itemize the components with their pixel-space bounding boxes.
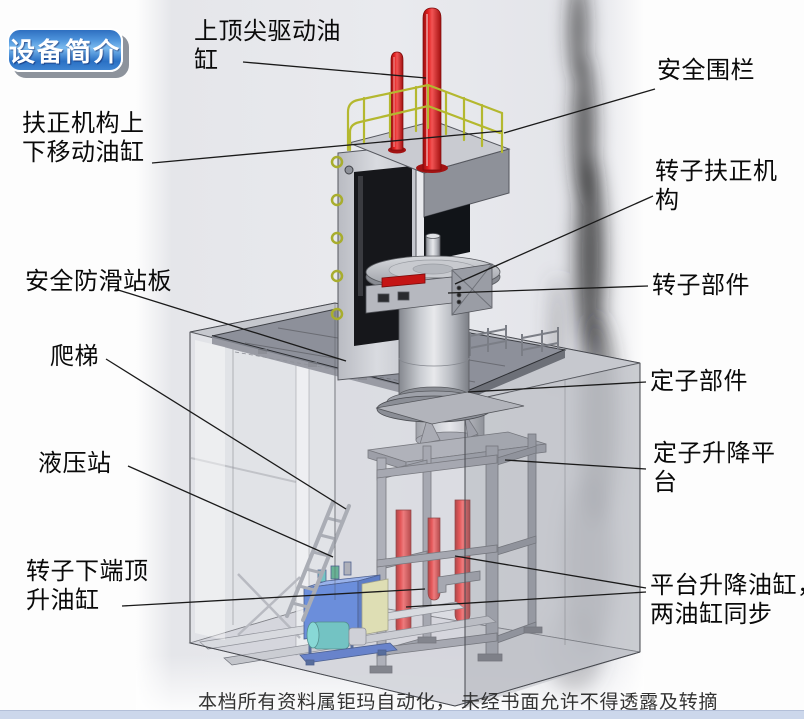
leader-rotor-righting	[454, 195, 654, 285]
leader-lines	[105, 61, 656, 608]
rotor-righting-mechanism	[365, 263, 493, 316]
leader-safety-fence	[503, 88, 656, 134]
label-top-cylinder: 上顶尖驱动油缸	[194, 19, 341, 74]
leader-ladder	[105, 358, 347, 510]
spring-coils	[330, 155, 344, 321]
label-ladder: 爬梯	[50, 344, 99, 370]
leader-platform-cyl-a	[454, 555, 647, 589]
leader-rotor-part	[447, 285, 649, 294]
label-safety-fence: 安全围栏	[657, 58, 755, 84]
label-rotor-jack: 转子下端顶升油缸	[26, 559, 149, 614]
leader-stator-part	[467, 381, 647, 393]
leader-antislip-deck	[114, 288, 347, 362]
copyright-notice: 本档所有资料属钜玛自动化， 未经书面允许不得透露及转摘	[198, 692, 719, 713]
label-stator-part: 定子部件	[650, 369, 748, 395]
enclosure-front	[189, 303, 641, 708]
top-drive-cylinder	[388, 7, 448, 173]
bottom-bar	[0, 710, 804, 719]
title-badge-label: 设备简介	[9, 37, 122, 67]
label-stator-platform: 定子升降平台	[653, 441, 776, 496]
access-ladder	[285, 500, 351, 622]
label-platform-cylinders: 平台升降油缸，两油缸同步	[650, 573, 804, 628]
leader-platform-cyl-b	[405, 591, 647, 608]
leader-rotor-jack	[121, 588, 426, 607]
safety-fence	[346, 83, 504, 154]
leader-stator-platform	[504, 459, 647, 470]
leader-righting-updown	[151, 130, 503, 164]
title-badge: 设备简介	[7, 28, 123, 72]
stator-tower-front	[369, 445, 543, 674]
label-hydraulic: 液压站	[38, 451, 112, 477]
leader-hydraulic	[127, 465, 334, 558]
label-rotor-part: 转子部件	[652, 273, 750, 299]
leader-top-cylinder	[242, 61, 427, 79]
label-rotor-righting: 转子扶正机构	[655, 159, 778, 214]
deck-rail-frames	[469, 325, 559, 356]
hydraulic-station	[299, 561, 398, 666]
label-antislip-deck: 安全防滑站板	[25, 269, 172, 295]
label-righting-updown: 扶正机构上下移动油缸	[22, 111, 145, 166]
